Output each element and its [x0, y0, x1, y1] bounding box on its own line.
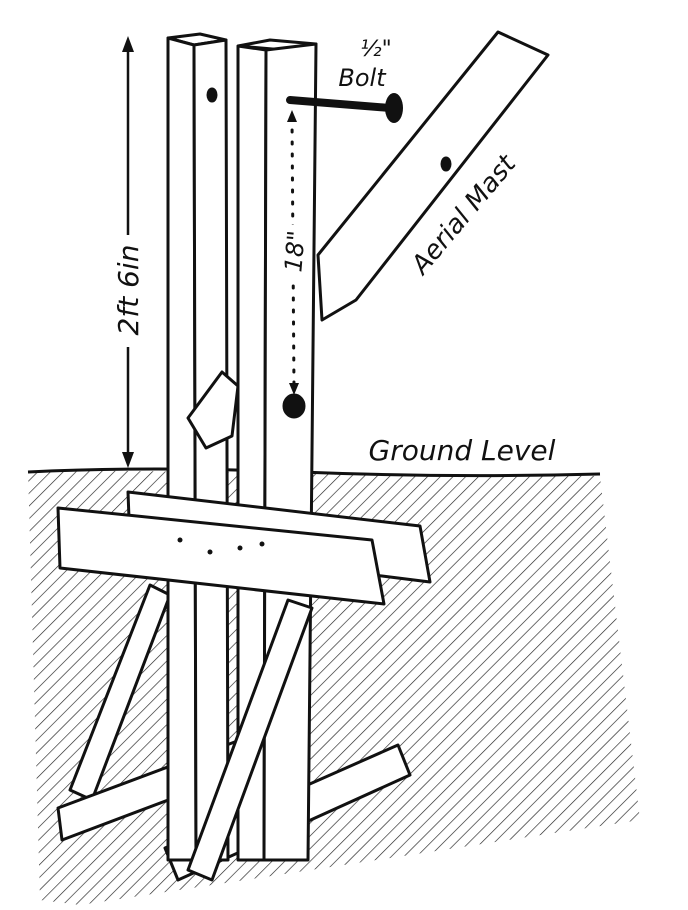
bolt-shank: [286, 96, 394, 112]
spacing-label-backing: [282, 225, 308, 281]
nail-hole: [177, 537, 183, 543]
spacing-label: 18": [279, 229, 311, 273]
mast-bolt-hole: [440, 156, 452, 172]
left-post-bolt-hole: [206, 87, 218, 103]
height-label-backing: [112, 235, 144, 347]
nail-hole: [237, 545, 243, 551]
nail-hole: [259, 541, 265, 547]
left-post-side: [192, 38, 230, 862]
upper-bolt: [286, 93, 403, 123]
ground-level-label: Ground Level: [369, 434, 556, 467]
spacing-arrow-top: [287, 110, 297, 122]
front-cross-board: [56, 506, 386, 606]
aerial-mast: [316, 30, 550, 322]
front-strut: [186, 598, 314, 882]
right-post-side: [262, 42, 318, 862]
bolt-label: Bolt: [338, 64, 387, 92]
spacing-arrow-bottom: [289, 383, 299, 395]
nail-hole: [207, 549, 213, 555]
height-arrow-bottom: [122, 452, 134, 468]
height-arrow-top: [122, 36, 134, 52]
left-post-front: [166, 36, 198, 862]
cross-boards: [56, 490, 432, 606]
aerial-mast-body: [316, 30, 550, 322]
bolt-size-label: ½": [360, 37, 391, 62]
lower-bolt-head: [282, 393, 306, 419]
bolt-head: [385, 93, 403, 123]
wedge-block: [186, 370, 240, 450]
left-post: [166, 32, 230, 862]
height-label: 2ft 6in: [112, 245, 145, 336]
